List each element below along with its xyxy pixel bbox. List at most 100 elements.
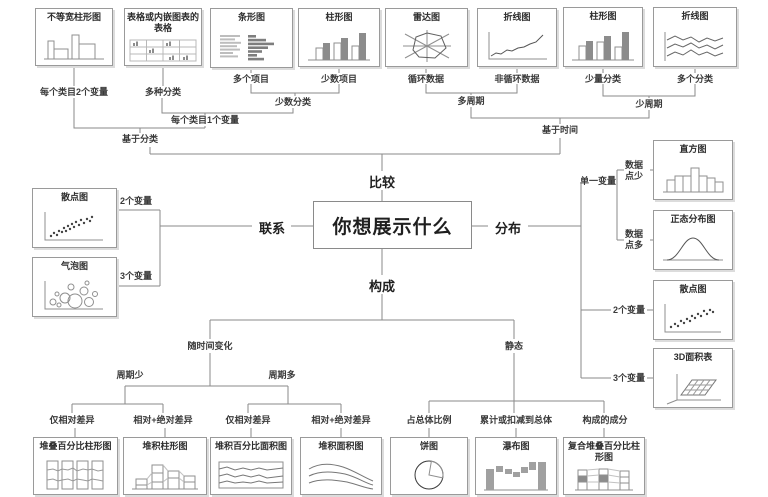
label-relative-only-1: 仅相对差异: [49, 415, 95, 425]
label-few-data-points: 数据点少: [625, 160, 644, 181]
node-compound-stacked-100-column: 复合堆叠百分比柱形图: [563, 437, 645, 495]
mini-stacked-100-area-icon: [218, 461, 284, 489]
branch-composition: 构成: [368, 279, 396, 294]
label-many-classifications: 多种分类: [144, 87, 182, 97]
mini-multi-line-chart-icon: [664, 32, 724, 61]
label-few-periods-comp: 周期少: [116, 370, 144, 380]
node-normal-distribution: 正态分布图: [653, 210, 733, 270]
node-title: 不等宽柱形图: [46, 12, 101, 22]
mini-3d-area-icon: [666, 374, 721, 405]
node-3d-area-chart: 3D面积表: [653, 348, 733, 408]
label-static: 静态: [504, 341, 524, 351]
label-few-items: 少数项目: [320, 74, 358, 84]
node-line-chart-2: 折线图: [653, 7, 737, 67]
node-waterfall-chart: 瀑布图: [475, 437, 557, 495]
label-components-of-composition: 构成的成分: [582, 415, 628, 425]
node-stacked-column: 堆积柱形图: [123, 437, 207, 495]
node-bar-chart: 条形图: [210, 8, 293, 68]
node-title: 折线图: [681, 11, 709, 21]
mini-bubble-icon: [44, 280, 103, 310]
label-cyclical-data: 循环数据: [407, 74, 445, 84]
label-few-periods: 少周期: [635, 99, 663, 109]
mini-bell-curve-icon: [663, 237, 723, 261]
label-based-on-category: 基于分类: [121, 134, 159, 144]
mini-waterfall-icon: [484, 462, 548, 491]
mini-scatter-icon: [44, 212, 103, 241]
node-title: 折线图: [503, 12, 531, 22]
label-3-variables-dist: 3个变量: [612, 373, 646, 383]
node-title: 条形图: [237, 12, 265, 22]
branch-comparison: 比较: [368, 175, 396, 190]
node-title: 直方图: [679, 144, 707, 154]
branch-distribution: 分布: [494, 221, 522, 236]
central-question-text: 你想展示什么: [332, 216, 453, 238]
label-single-variable: 单一变量: [579, 176, 617, 186]
label-many-categories: 多个分类: [676, 74, 714, 84]
node-column-chart: 柱形图: [298, 8, 380, 67]
node-stacked-area: 堆积面积图: [300, 437, 382, 495]
node-variable-width-column: 不等宽柱形图: [35, 8, 113, 66]
node-title: 柱形图: [589, 11, 617, 21]
mini-compound-stacked-column-icon: [575, 468, 633, 491]
label-many-periods-comp: 周期多: [268, 370, 296, 380]
node-scatter-chart-2: 散点图: [653, 280, 733, 340]
node-scatter-chart: 散点图: [32, 188, 117, 248]
label-one-variable-per-category: 每个类目1个变量: [170, 115, 240, 125]
node-title: 正态分布图: [670, 214, 716, 224]
label-relative-only-2: 仅相对差异: [225, 415, 271, 425]
mini-stacked-column-icon: [132, 464, 198, 490]
mini-histogram-icon: [663, 167, 724, 193]
node-stacked-100-area: 堆积百分比面积图: [210, 437, 292, 495]
mini-scatter-icon: [664, 304, 721, 333]
label-3-variables: 3个变量: [119, 271, 153, 281]
node-table-with-charts: 表格或内嵌图表的表格: [124, 8, 202, 66]
node-title: 饼图: [419, 441, 438, 451]
label-share-of-total: 占总体比例: [406, 415, 452, 425]
label-non-cyclical-data: 非循环数据: [494, 74, 540, 84]
node-pie-chart: 饼图: [390, 437, 468, 495]
node-stacked-100-column: 堆叠百分比柱形图: [33, 437, 118, 495]
mini-radar-chart-icon: [402, 30, 451, 62]
label-relative-absolute-1: 相对+绝对差异: [133, 415, 193, 425]
node-line-chart: 折线图: [477, 8, 557, 67]
label-2-variables: 2个变量: [119, 196, 153, 206]
node-title: 堆积柱形图: [142, 441, 188, 451]
mini-variable-width-column-icon: [44, 34, 104, 60]
node-title: 复合堆叠百分比柱形图: [567, 441, 640, 463]
label-changing-over-time: 随时间变化: [187, 341, 233, 351]
node-title: 散点图: [679, 284, 707, 294]
branch-relationship: 联系: [258, 221, 286, 236]
label-many-data-points: 数据点多: [625, 229, 644, 250]
node-title: 散点图: [60, 192, 88, 202]
mini-stacked-100-column-icon: [46, 460, 103, 490]
node-bubble-chart: 气泡图: [32, 257, 117, 317]
label-many-items: 多个项目: [232, 74, 270, 84]
mini-column-chart-icon: [572, 32, 634, 61]
node-title: 3D面积表: [673, 352, 713, 362]
label-2-variables-dist: 2个变量: [612, 305, 646, 315]
label-accumulation-to-total: 累计或扣减到总体: [479, 415, 553, 425]
mini-table-icon: [129, 39, 197, 62]
label-few-categories-col: 少量分类: [584, 74, 622, 84]
node-histogram: 直方图: [653, 140, 733, 200]
node-title: 堆积百分比面积图: [214, 441, 287, 451]
node-title: 堆积面积图: [318, 441, 364, 451]
node-title: 气泡图: [60, 261, 88, 271]
node-title: 柱形图: [325, 12, 353, 22]
central-question-box: 你想展示什么: [313, 201, 472, 249]
label-two-vars-per-category: 每个类目2个变量: [39, 87, 109, 97]
label-few-categories: 少数分类: [274, 97, 312, 107]
mini-line-chart-icon: [488, 32, 547, 60]
mini-stacked-area-icon: [308, 463, 374, 490]
node-radar-chart: 雷达图: [385, 8, 468, 67]
mini-pie-chart-icon: [414, 460, 444, 490]
label-relative-absolute-2: 相对+绝对差异: [311, 415, 371, 425]
node-title: 表格或内嵌图表的表格: [127, 12, 200, 34]
node-title: 瀑布图: [502, 441, 530, 451]
node-column-chart-2: 柱形图: [563, 7, 643, 67]
label-based-on-time: 基于时间: [541, 125, 579, 135]
label-many-periods: 多周期: [457, 96, 485, 106]
node-title: 雷达图: [412, 12, 440, 22]
